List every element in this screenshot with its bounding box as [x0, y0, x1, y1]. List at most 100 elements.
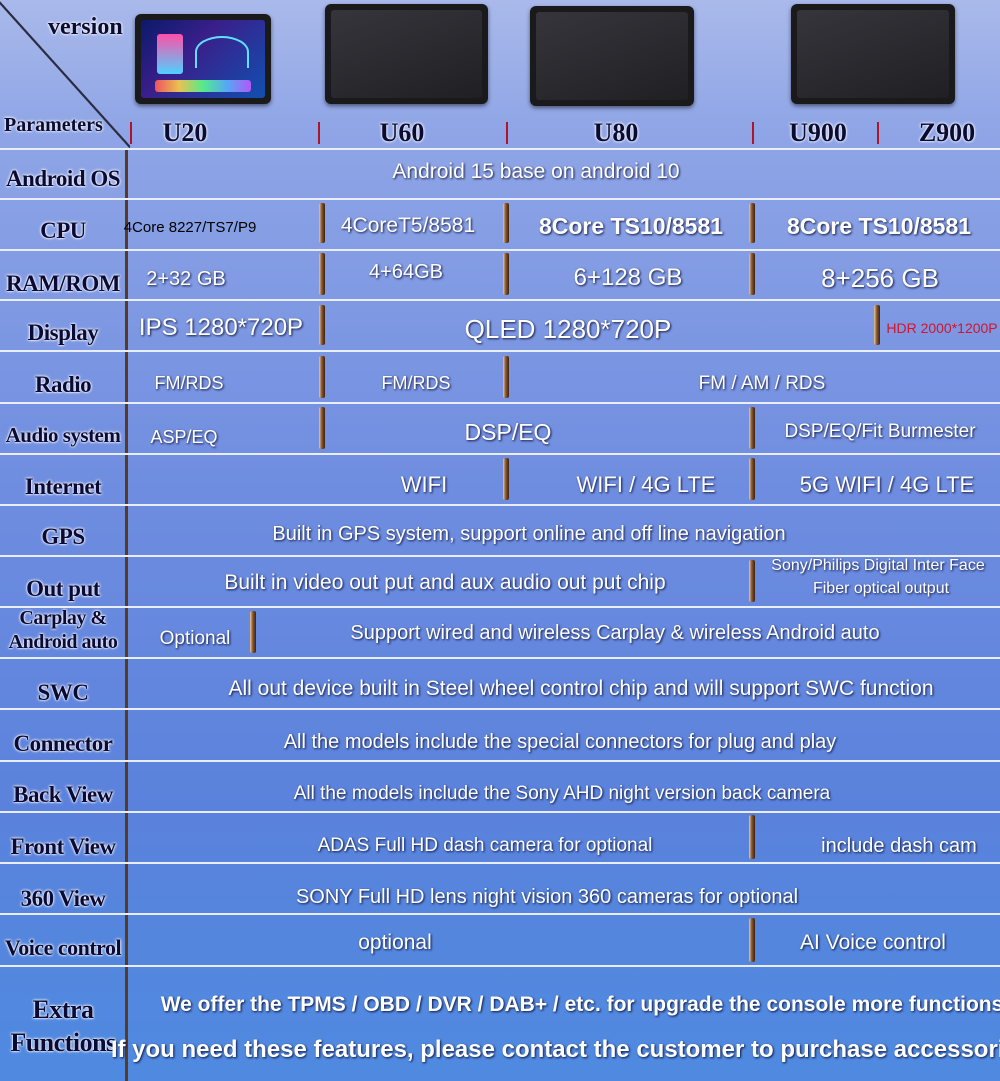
view-360-value: SONY Full HD lens night vision 360 camer…	[295, 886, 799, 908]
gps-value: Built in GPS system, support online and …	[272, 523, 786, 545]
column-separator	[749, 560, 755, 602]
column-separator	[503, 458, 509, 500]
column-separator	[749, 203, 755, 243]
audio-u20: ASP/EQ	[150, 427, 218, 447]
row-label-front-view: Front View	[10, 834, 116, 859]
back-view-value: All the models include the Sony AHD nigh…	[293, 783, 831, 804]
header-diagonal-line	[0, 0, 130, 150]
column-separator	[503, 356, 509, 398]
ram-u20: 2+32 GB	[146, 268, 226, 290]
row-divider	[0, 811, 1000, 813]
extra-line2: If you need these features, please conta…	[110, 1036, 1000, 1063]
row-divider	[0, 299, 1000, 301]
row-label-cpu: CPU	[40, 218, 86, 243]
internet-u20-u60: WIFI	[400, 472, 448, 497]
voice-main: optional	[358, 931, 432, 954]
row-label-audio: Audio system	[5, 423, 121, 447]
radio-u80-up: FM / AM / RDS	[698, 373, 826, 394]
row-label-gps: GPS	[41, 524, 85, 549]
model-u60: U60	[379, 118, 425, 147]
corner-version-label: version	[48, 14, 123, 40]
header-tick	[877, 122, 879, 144]
column-separator	[319, 305, 325, 345]
row-divider	[0, 198, 1000, 200]
cpu-u20: 4Core 8227/TS7/P9	[123, 219, 257, 236]
row-divider	[0, 657, 1000, 659]
row-label-extra-line2: Functions	[10, 1028, 116, 1057]
row-label-ram-rom: RAM/ROM	[5, 271, 121, 296]
header-tick	[318, 122, 320, 144]
display-qled: QLED 1280*720P	[464, 314, 672, 344]
header-tick	[752, 122, 754, 144]
android-os-value: Android 15 base on android 10	[392, 160, 680, 183]
row-divider	[0, 606, 1000, 608]
carplay-rest: Support wired and wireless Carplay & wir…	[350, 622, 880, 644]
column-separator	[749, 407, 755, 449]
display-u20: IPS 1280*720P	[138, 314, 304, 341]
column-separator	[319, 407, 325, 449]
radio-u60: FM/RDS	[381, 373, 451, 393]
row-label-android-os: Android OS	[5, 166, 121, 191]
cpu-u60: 4CoreT5/8581	[340, 214, 476, 237]
output-main: Built in video out put and aux audio out…	[224, 571, 666, 594]
connector-value: All the models include the special conne…	[283, 731, 837, 753]
u80-device-image	[530, 6, 694, 106]
row-label-internet: Internet	[24, 474, 102, 499]
ram-u80: 6+128 GB	[573, 264, 683, 291]
row-divider	[0, 965, 1000, 967]
column-separator	[503, 203, 509, 243]
row-divider	[0, 249, 1000, 251]
row-label-output: Out put	[26, 576, 100, 601]
ram-u900: 8+256 GB	[821, 263, 939, 293]
column-separator	[319, 203, 325, 243]
row-label-360-view: 360 View	[20, 886, 106, 911]
column-separator	[250, 611, 256, 653]
header-tick	[506, 122, 508, 144]
row-divider	[0, 760, 1000, 762]
ram-u60: 4+64GB	[369, 261, 443, 283]
internet-u900-up: 5G WIFI / 4G LTE	[799, 472, 975, 497]
row-divider	[0, 350, 1000, 352]
row-label-extra-line1: Extra	[32, 995, 94, 1024]
model-u900: U900	[789, 118, 847, 147]
column-separator	[874, 305, 880, 345]
column-separator	[749, 918, 755, 962]
radio-u20: FM/RDS	[154, 373, 224, 393]
header-tick	[130, 122, 132, 144]
column-separator	[319, 356, 325, 398]
column-separator	[749, 815, 755, 859]
row-label-swc: SWC	[37, 680, 89, 705]
u60-device-image	[325, 4, 488, 104]
row-label-carplay-line1: Carplay &	[19, 607, 107, 629]
column-separator	[319, 253, 325, 295]
label-column-divider	[125, 148, 128, 1081]
audio-u900-up: DSP/EQ/Fit Burmester	[784, 421, 976, 442]
u900-z900-device-image	[791, 4, 955, 104]
display-z900: HDR 2000*1200P	[886, 320, 998, 336]
model-u20: U20	[162, 118, 208, 147]
row-label-voice-control: Voice control	[4, 935, 122, 960]
extra-line1: We offer the TPMS / OBD / DVR / DAB+ / e…	[160, 993, 1000, 1016]
cpu-u900: 8Core TS10/8581	[786, 213, 972, 239]
voice-u900-up: AI Voice control	[800, 931, 946, 954]
model-z900: Z900	[918, 118, 976, 147]
row-label-connector: Connector	[13, 731, 113, 756]
front-view-u900-up: include dash cam	[821, 835, 977, 857]
output-u900-line2: Fiber optical output	[812, 580, 950, 597]
row-label-radio: Radio	[34, 372, 92, 397]
output-u900-line1: Sony/Philips Digital Inter Face	[771, 557, 985, 574]
swc-value: All out device built in Steel wheel cont…	[228, 677, 934, 700]
row-divider	[0, 708, 1000, 710]
row-divider	[0, 148, 1000, 150]
row-divider	[0, 862, 1000, 864]
model-u80: U80	[593, 118, 639, 147]
corner-parameters-label: Parameters	[4, 114, 103, 136]
row-label-carplay-line2: Android auto	[8, 631, 118, 653]
internet-u80: WIFI / 4G LTE	[576, 472, 716, 497]
row-divider	[0, 504, 1000, 506]
u20-device-image	[135, 14, 271, 104]
cpu-u80: 8Core TS10/8581	[538, 213, 724, 239]
column-separator	[503, 253, 509, 295]
row-divider	[0, 913, 1000, 915]
